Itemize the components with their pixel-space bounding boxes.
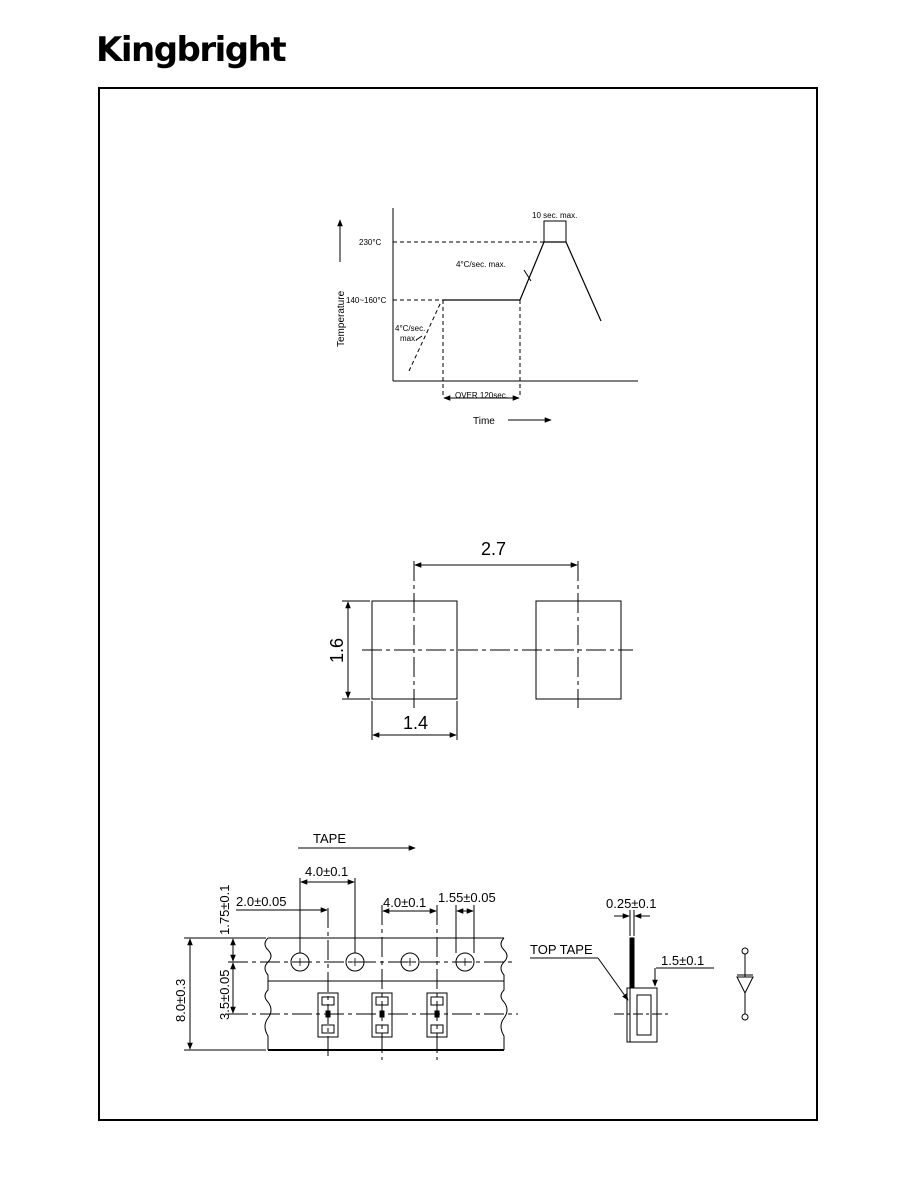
initial-ramp-line (408, 301, 442, 372)
ramp-leader (523, 269, 532, 282)
pitch-label: 2.7 (481, 539, 506, 559)
preheat-temp-label: 140~160°C (346, 296, 387, 305)
tape-outline-top (264, 937, 272, 1050)
initial-rate-leader (415, 335, 423, 341)
top-tape-layer (629, 937, 635, 989)
pad-layout-drawing: 2.7 1.6 1.4 (327, 539, 633, 740)
carrier-wall (626, 987, 631, 1043)
pocket-pitch-label: 4.0±0.1 (383, 895, 426, 910)
temperature-profile-curve (443, 241, 602, 322)
initial-rate-label-line2: max. (400, 334, 417, 343)
pad-height-label: 1.6 (327, 638, 347, 663)
ylabel: Temperature (336, 290, 347, 347)
sprocket-hole (455, 952, 475, 972)
soldering-profile-chart: Temperature Time 230°C 140~160°C 10 sec.… (336, 208, 638, 427)
preheat-time-label: OVER 120sec. (455, 391, 508, 400)
peak-time-label: 10 sec. max. (532, 211, 577, 220)
ramp-up-rate-label: 4°C/sec. max. (456, 260, 506, 269)
pocket-component (636, 994, 652, 1036)
top-tape-label: TOP TAPE (530, 942, 593, 957)
hole-crosshair (296, 958, 469, 966)
xlabel: Time (473, 416, 495, 427)
hole-to-pocket-label: 2.0±0.05 (236, 894, 287, 909)
pocket-depth-label: 1.5±0.1 (661, 953, 704, 968)
sprocket-pitch-label: 4.0±0.1 (305, 864, 348, 879)
thickness-label: 0.25±0.1 (606, 896, 657, 911)
tape-width-label: 8.0±0.3 (173, 979, 188, 1022)
drawing-frame (98, 87, 818, 1121)
kingbright-logo: Kingbright (96, 30, 287, 70)
pocket-profile (630, 987, 658, 1043)
hole-to-center-label: 3.5±0.05 (217, 969, 232, 1020)
peak-temp-label: 230°C (359, 238, 382, 247)
sprocket-hole (400, 952, 420, 972)
initial-rate-label-line1: 4°C/sec. (395, 324, 425, 333)
edge-to-hole-label: 1.75±0.1 (217, 884, 232, 935)
peak-time-bracket (543, 220, 567, 242)
diode-symbol-icon (736, 947, 754, 1021)
tape-outline-right (500, 937, 508, 1050)
tape-cross-section: 0.25±0.1 TOP TAPE 1.5±0.1 (530, 896, 714, 1043)
tape-direction-label: TAPE (313, 831, 346, 846)
top-tape-leader-diag (597, 957, 629, 1001)
tape-drawing: TAPE 4.0±0.1 (173, 831, 518, 1060)
hole-diameter-label: 1.55±0.05 (438, 890, 496, 905)
pad-width-label: 1.4 (403, 713, 428, 733)
